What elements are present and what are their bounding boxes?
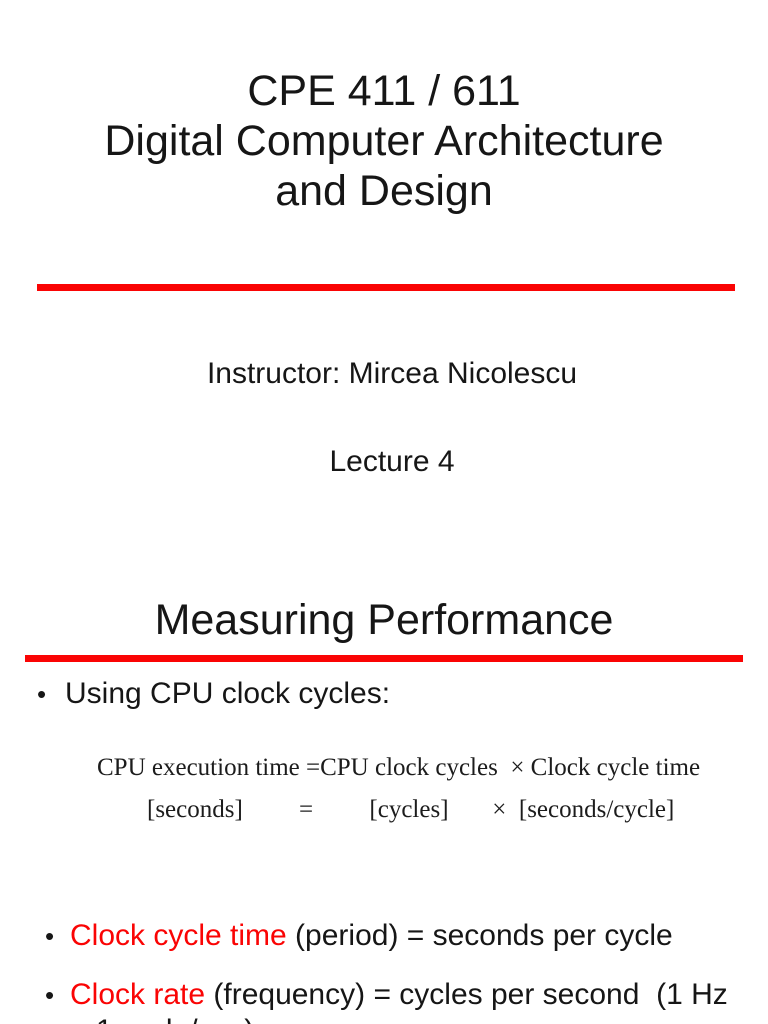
bullet-clock-cycle-time: • Clock cycle time (period) = seconds pe… (45, 918, 768, 954)
title-divider-rule (37, 284, 735, 291)
bullet-dot-icon: • (37, 679, 47, 709)
bullet-using-cpu-clock-cycles: • Using CPU clock cycles: (37, 676, 768, 712)
lecture-line: Lecture 4 (329, 445, 455, 478)
highlighted-term: Clock rate (70, 978, 206, 1011)
formula-line-2: [seconds] = [cycles] × [seconds/cycle] (97, 796, 675, 823)
slide-title-rule (25, 655, 743, 662)
bullet-text-rest: (period) = seconds per cycle (286, 919, 673, 952)
bullet-dot-icon: • (45, 921, 55, 951)
bullet-text: Clock cycle time (period) = seconds per … (70, 918, 673, 954)
bullet-clock-rate: • Clock rate (frequency) = cycles per se… (45, 977, 768, 1024)
bullet-text-rest: (frequency) = cycles per second (1 Hz = … (70, 978, 728, 1024)
bullet-text: Clock rate (frequency) = cycles per seco… (70, 977, 728, 1024)
highlighted-term: Clock cycle time (70, 919, 287, 952)
bullet-dot-icon: • (45, 980, 55, 1010)
bullet-text: Using CPU clock cycles: (65, 677, 391, 710)
course-title: CPE 411 / 611 Digital Computer Architect… (0, 66, 768, 216)
formula-line-1: CPU execution time =CPU clock cycles × C… (97, 754, 701, 781)
slide-title: Measuring Performance (154, 596, 614, 644)
course-title-line-2: Digital Computer Architecture (104, 117, 664, 165)
course-title-line-3: and Design (275, 167, 493, 215)
course-title-line-1: CPE 411 / 611 (247, 67, 521, 115)
instructor-line: Instructor: Mircea Nicolescu (206, 357, 578, 390)
